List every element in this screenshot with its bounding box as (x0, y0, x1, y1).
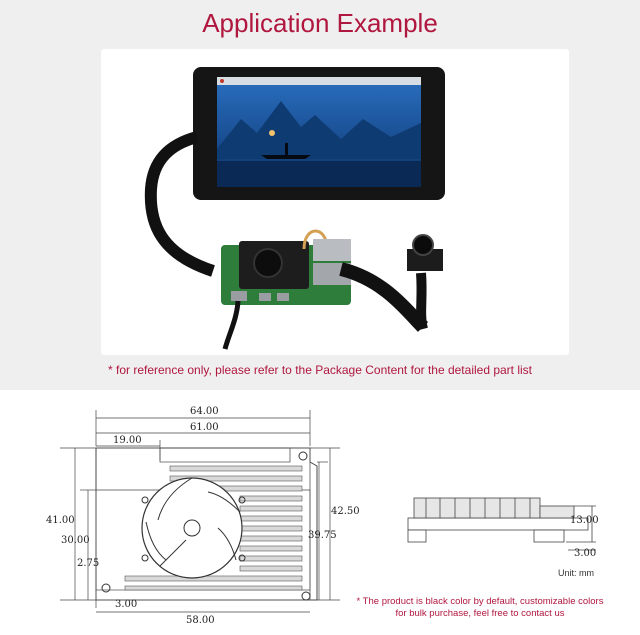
product-illustration (144, 67, 445, 350)
mountains (217, 101, 421, 159)
camera-module (407, 249, 443, 271)
fan-blades (145, 477, 241, 567)
mount-hole-bl (101, 583, 111, 593)
section-title: Application Example (202, 8, 438, 38)
dim-19: 19.00 (113, 435, 142, 446)
dimension-drawing: 64.00 61.00 19.00 41.00 30.00 2.75 3.00 … (46, 406, 599, 626)
dim-64: 64.00 (190, 406, 219, 417)
mount-hole-tr (298, 451, 308, 461)
dim-30: 30.00 (61, 535, 90, 546)
color-note-line-2: for bulk purchase, feel free to contact … (395, 608, 565, 619)
mount-hole-br (301, 591, 311, 601)
power-cable (222, 300, 241, 350)
application-example-section: Application Example (0, 0, 640, 390)
color-note: * The product is black color by default,… (340, 596, 620, 620)
unit-label: Unit: mm (558, 568, 594, 578)
side-view (407, 497, 596, 551)
dim-41: 41.00 (46, 515, 75, 526)
dim-3-side: 3.00 (574, 548, 596, 559)
dim-3-left: 3.00 (115, 599, 137, 610)
ribbon-cable-camera (339, 262, 429, 332)
dim-13: 13.00 (570, 515, 599, 526)
screen-taskbar (217, 77, 421, 85)
boat (261, 155, 311, 159)
dimension-drawing-section: 64.00 61.00 19.00 41.00 30.00 2.75 3.00 … (0, 390, 640, 630)
camera-lens (412, 234, 434, 256)
heatsink-fan (253, 248, 283, 278)
dim-42-5: 42.50 (331, 506, 360, 517)
dim-61: 61.00 (190, 422, 219, 433)
dim-58: 58.00 (186, 615, 215, 626)
power-port (231, 291, 247, 301)
ribbon-cable-display (144, 131, 215, 277)
lantern (269, 130, 275, 136)
color-note-line-1: * The product is black color by default,… (356, 596, 604, 607)
reference-note: * for reference only, please refer to th… (107, 363, 533, 377)
application-photo (101, 49, 569, 355)
dim-39-75: 39.75 (308, 530, 337, 541)
usb-ports (313, 239, 351, 261)
raspberry-icon (220, 79, 224, 83)
dim-2-75: 2.75 (77, 558, 99, 569)
water (217, 161, 421, 187)
